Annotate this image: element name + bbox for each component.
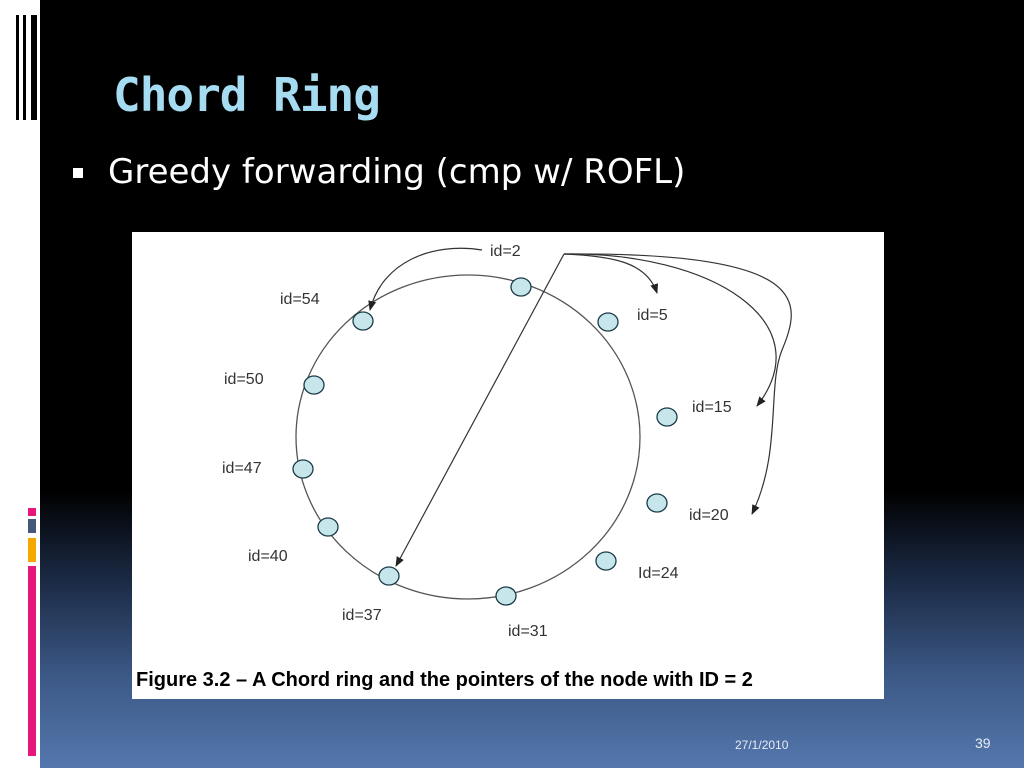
ring-node	[656, 407, 678, 427]
ring	[295, 274, 641, 600]
accent-mark-gray	[28, 519, 36, 533]
node-label-5: id=5	[637, 307, 668, 324]
accent-mark-pink-top	[28, 508, 36, 516]
chord-ring-diagram: id=2 id=5 id=15 id=20 Id=24 id=31 id=37 …	[222, 243, 792, 640]
left-bar-3	[31, 15, 37, 120]
pointer-arrow-to-5	[563, 253, 659, 294]
pointer-arrow-to-37	[395, 253, 565, 567]
figure-caption: Figure 3.2 – A Chord ring and the pointe…	[136, 669, 753, 691]
bullet-item: Greedy forwarding (cmp w/ ROFL)	[108, 152, 686, 192]
node-label-54: id=54	[280, 291, 320, 308]
ring-node	[646, 493, 668, 513]
node-label-20: id=20	[689, 507, 729, 524]
slide-title: Chord Ring	[113, 68, 381, 122]
ring-node	[317, 517, 339, 537]
ring-node	[597, 312, 619, 332]
chord-ring-figure: id=2 id=5 id=15 id=20 Id=24 id=31 id=37 …	[132, 232, 884, 699]
ring-node	[378, 566, 400, 586]
footer-date: 27/1/2010	[735, 738, 789, 752]
ring-node	[595, 551, 617, 571]
node-label-50: id=50	[224, 371, 264, 388]
node-label-24: Id=24	[638, 565, 679, 582]
ring-node	[292, 459, 314, 479]
ring-node	[495, 586, 517, 606]
ring-node	[510, 277, 532, 297]
left-bar-2	[23, 15, 26, 120]
bullet-marker	[73, 168, 83, 178]
left-bar-1	[16, 15, 19, 120]
pointer-arrow-to-20	[563, 253, 792, 515]
ring-node	[352, 311, 374, 331]
accent-mark-pink-long	[28, 566, 36, 756]
node-label-31: id=31	[508, 623, 548, 640]
ring-node	[303, 375, 325, 395]
pointer-arrow-to-54	[368, 247, 483, 311]
accent-mark-orange	[28, 538, 36, 562]
node-label-47: id=47	[222, 460, 262, 477]
node-label-40: id=40	[248, 548, 288, 565]
node-label-2: id=2	[490, 243, 521, 260]
page-number: 39	[975, 735, 991, 751]
pointer-arrow-to-15	[563, 253, 777, 407]
node-label-37: id=37	[342, 607, 382, 624]
node-label-15: id=15	[692, 399, 732, 416]
